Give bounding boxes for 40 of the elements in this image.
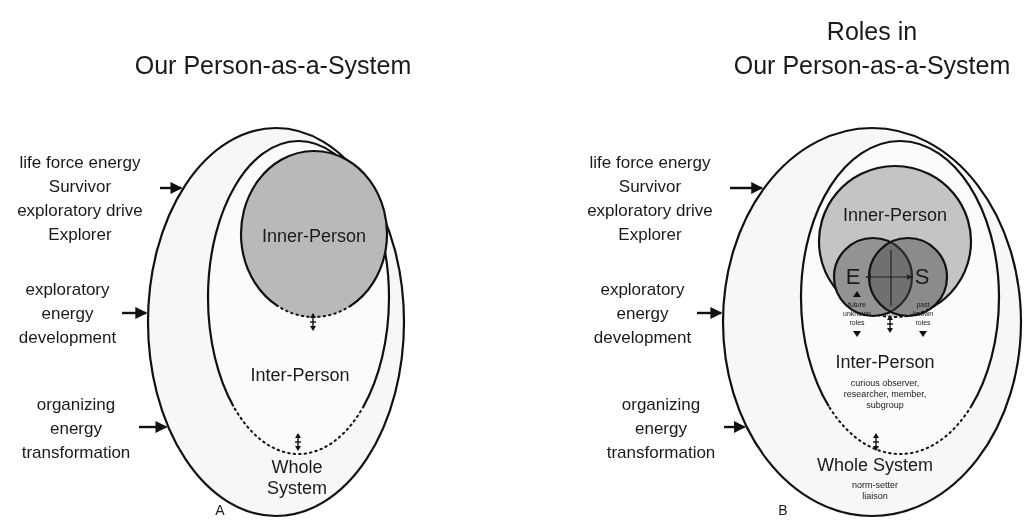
layer-label: Inter-Person <box>834 351 936 373</box>
inner-circle <box>818 165 972 318</box>
layer-label: Whole System <box>266 457 328 499</box>
outer-ellipse <box>147 127 405 517</box>
side-label: life force energy <box>589 152 711 174</box>
panel-heading: Our Person-as-a-System <box>133 50 413 80</box>
panel-letter: A <box>214 502 226 518</box>
layer-label: Inter-Person <box>249 364 351 386</box>
arrow <box>697 307 723 319</box>
layer-label: Inner-Person <box>841 204 949 226</box>
side-label: exploratory energy development <box>592 279 693 349</box>
arrow <box>724 421 746 433</box>
panel-heading: Our Person-as-a-System <box>732 50 1012 80</box>
side-label: Explorer <box>618 224 682 246</box>
side-label: organizing energy transformation <box>20 394 132 464</box>
side-label: Survivor <box>48 176 112 198</box>
side-label: Survivor <box>618 176 682 198</box>
middle-ellipse <box>800 140 1000 455</box>
layer-label: E <box>844 265 862 289</box>
role-list: norm-setter liaison <box>847 480 903 502</box>
layer-label: Whole System <box>815 454 934 476</box>
side-label: exploratory drive <box>17 200 143 222</box>
side-label: Explorer <box>48 224 112 246</box>
panel-letter: B <box>777 502 789 518</box>
layer-label: S <box>913 265 931 289</box>
panel-heading: Roles in <box>825 16 919 46</box>
arrow <box>139 421 168 433</box>
arrow <box>122 307 148 319</box>
role-list: curious observer, researcher, member, subgroup <box>834 377 936 411</box>
middle-ellipse <box>207 140 390 455</box>
arrow <box>730 182 764 194</box>
side-label: exploratory energy development <box>17 279 118 349</box>
layer-label: Inner-Person <box>260 225 368 247</box>
inner-circle <box>240 150 388 318</box>
arrow <box>160 182 183 194</box>
role-circle <box>833 237 913 317</box>
side-label: organizing energy transformation <box>605 394 717 464</box>
outer-ellipse <box>722 127 1022 517</box>
side-label: exploratory drive <box>587 200 713 222</box>
side-label: life force energy <box>19 152 141 174</box>
